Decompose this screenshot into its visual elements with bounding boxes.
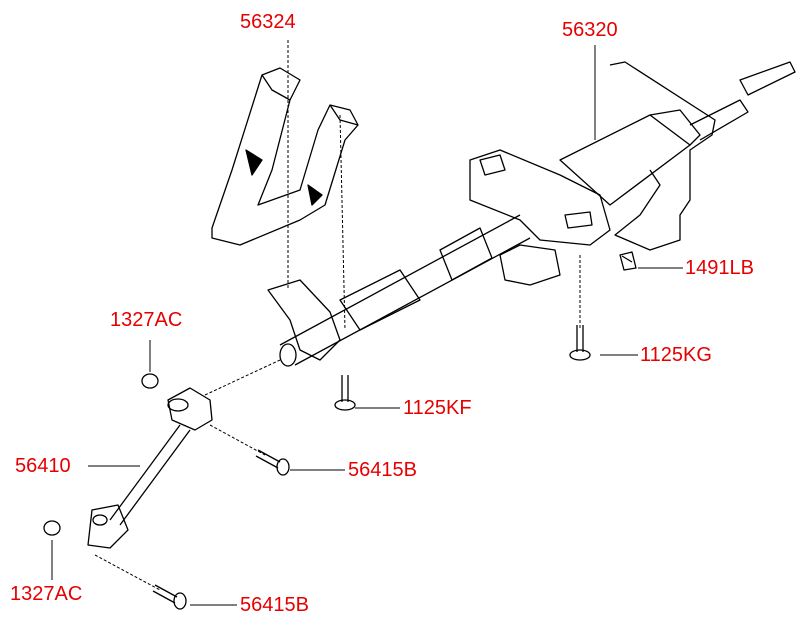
label-1125kg: 1125KG xyxy=(640,344,712,366)
nut-lower-part xyxy=(43,520,61,536)
label-56320: 56320 xyxy=(562,19,618,41)
label-56410: 56410 xyxy=(15,455,71,477)
bolts-parts xyxy=(152,255,633,610)
label-1327ac-lower: 1327AC xyxy=(10,583,83,605)
nut-upper-part xyxy=(141,373,159,389)
label-1327ac-upper: 1327AC xyxy=(110,309,183,331)
label-1125kf: 1125KF xyxy=(403,397,472,419)
intermediate-shaft-part xyxy=(87,387,213,549)
label-56415b-upper: 56415B xyxy=(348,459,417,481)
label-1491lb: 1491LB xyxy=(685,257,754,279)
label-56324: 56324 xyxy=(240,11,296,33)
column-tube-part xyxy=(267,61,796,367)
upper-bracket-part xyxy=(211,67,359,246)
label-56415b-lower: 56415B xyxy=(240,594,309,616)
leader-lines xyxy=(51,40,683,606)
